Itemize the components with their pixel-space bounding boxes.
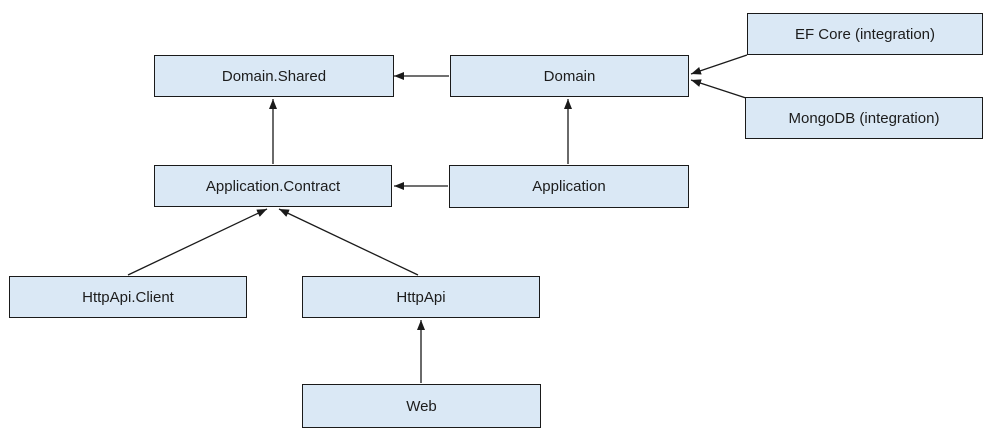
node-domain-shared: Domain.Shared (154, 55, 394, 97)
edge-httpapi-to-appcontract-arrow (278, 208, 419, 276)
node-web: Web (302, 384, 541, 428)
node-application-contract: Application.Contract (154, 165, 392, 207)
node-httpapi-client: HttpApi.Client (9, 276, 247, 318)
node-domain: Domain (450, 55, 689, 97)
node-web-label: Web (406, 397, 437, 415)
edge-efcore-to-domain-arrow (690, 54, 748, 75)
node-application-contract-label: Application.Contract (205, 177, 341, 195)
node-domain-label: Domain (543, 67, 596, 85)
edge-mongodb-to-domain-arrow (690, 79, 747, 99)
node-domain-shared-label: Domain.Shared (221, 67, 327, 85)
node-ef-core-integration: EF Core (integration) (747, 13, 983, 55)
node-httpapi-label: HttpApi (396, 288, 446, 306)
edge-httpapiclient-to-appcontract-arrow (127, 208, 268, 276)
node-application: Application (449, 165, 689, 208)
node-mongodb-integration: MongoDB (integration) (745, 97, 983, 139)
node-httpapi-client-label: HttpApi.Client (82, 288, 174, 306)
node-ef-core-integration-label: EF Core (integration) (794, 25, 936, 43)
node-application-label: Application (532, 178, 606, 195)
node-mongodb-integration-label: MongoDB (integration) (788, 109, 940, 127)
node-httpapi: HttpApi (302, 276, 540, 318)
